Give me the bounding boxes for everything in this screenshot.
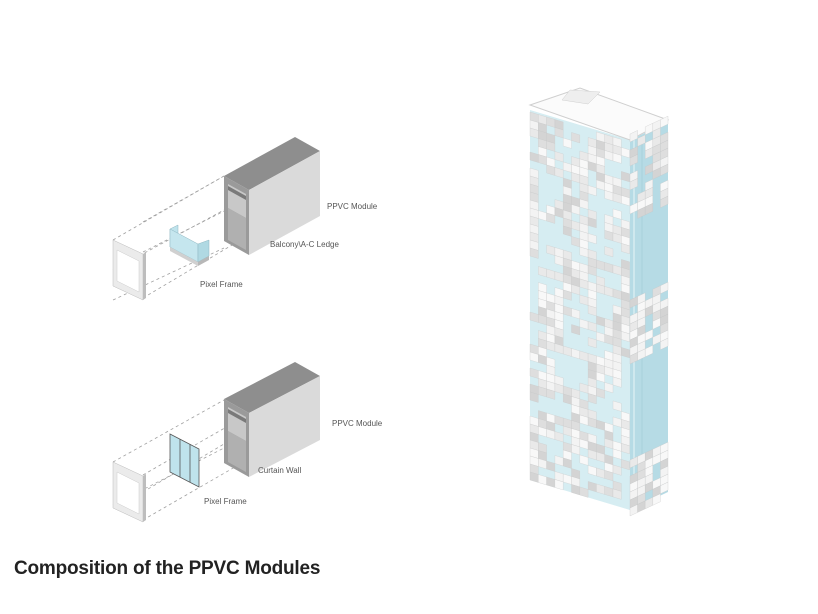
pixel-block [629, 178, 638, 191]
pixel-block [546, 388, 556, 400]
pixel-block [629, 154, 638, 167]
pixel-block [621, 243, 630, 255]
pixel-block [621, 347, 630, 359]
pixel-block [529, 391, 539, 403]
pixel-block [596, 387, 605, 399]
pixel-block [612, 152, 622, 164]
label-ppvc-module-1: PPVC Module [327, 202, 378, 211]
ppvc-module-box [224, 362, 320, 477]
pixel-block [660, 337, 669, 350]
pixel-block [571, 132, 580, 144]
figure-title: Composition of the PPVC Modules [14, 558, 321, 579]
pixel-cladding [529, 111, 669, 517]
pixel-block [621, 443, 630, 455]
curtain-wall [169, 433, 200, 488]
pixel-block [563, 137, 572, 149]
pixel-block [587, 185, 597, 197]
pixel-block [579, 486, 589, 498]
pixel-block [645, 345, 653, 358]
pixel-block [604, 246, 614, 258]
pixel-block [621, 171, 630, 183]
pixel-block [571, 324, 580, 336]
pixel-block [660, 115, 669, 128]
pixel-block [546, 212, 556, 224]
pixel-block [612, 376, 622, 388]
pixel-block [612, 488, 622, 500]
pixel-block [604, 382, 614, 394]
tower-glass-side [630, 122, 668, 510]
pixel-block [660, 281, 669, 294]
pixel-block [621, 331, 630, 343]
pixel-frame [112, 239, 146, 301]
pixel-block [587, 337, 597, 349]
pixel-block [660, 163, 669, 176]
pixel-block [652, 493, 661, 506]
label-pixel-frame-1: Pixel Frame [200, 280, 243, 289]
ppvc-module-box [224, 137, 320, 255]
pixel-block [612, 464, 622, 476]
label-curtain-wall: Curtain Wall [258, 466, 302, 475]
pixel-block [621, 147, 630, 159]
pixel-block [660, 195, 669, 208]
ppvc-tower [528, 87, 670, 517]
pixel-block [621, 195, 630, 207]
label-ppvc-module-2: PPVC Module [332, 419, 383, 428]
pixel-block [645, 203, 653, 216]
pixel-block [621, 459, 630, 471]
pixel-block [587, 217, 597, 229]
label-pixel-frame-2: Pixel Frame [204, 497, 247, 506]
pixel-block [587, 393, 597, 405]
pixel-block [529, 247, 539, 259]
curtain-wall-assembly [112, 362, 320, 523]
pixel-block [554, 479, 564, 491]
pixel-block [587, 233, 597, 245]
label-balcony-ledge: Balcony\A-C Ledge [270, 240, 339, 249]
balcony-ledge [169, 224, 210, 266]
pixel-frame [112, 461, 146, 523]
balcony-assembly [112, 137, 320, 301]
pixel-block [563, 289, 572, 301]
pixel-block [660, 481, 669, 494]
